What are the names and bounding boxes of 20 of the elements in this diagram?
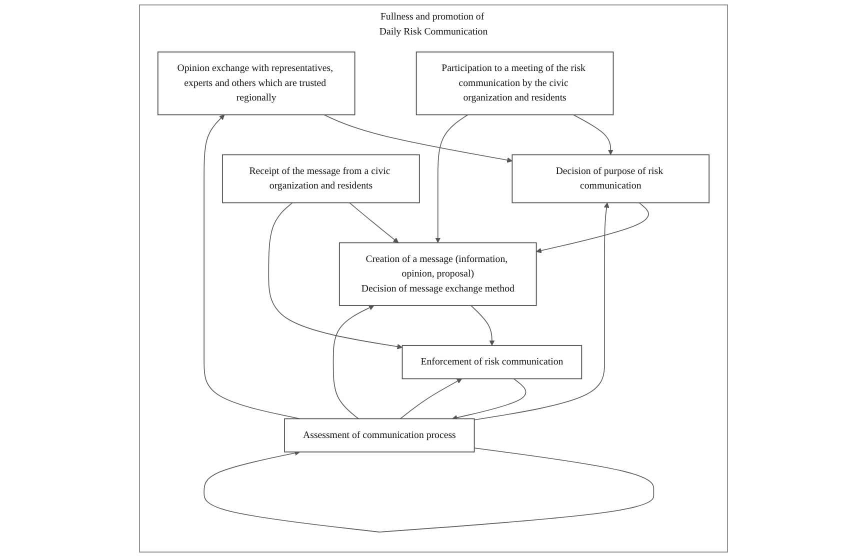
node-box: Creation of a message (information, opinion, proposal) Decision of message exchange method	[338, 242, 537, 306]
node-box: Enforcement of risk communication	[402, 345, 582, 380]
arrow	[400, 378, 462, 420]
arrow	[332, 305, 374, 420]
arrow	[435, 114, 468, 243]
arrow	[349, 202, 399, 243]
node-box: Participation to a meeting of the risk communication by the civic organization and residents	[416, 52, 614, 116]
arrow	[572, 114, 614, 155]
node-box: Opinion exchange with representatives, experts and others which are trusted regionally	[157, 52, 356, 116]
arrow	[470, 305, 495, 346]
node-box: Receipt of the message from a civic organization and residents	[222, 154, 420, 204]
node-box: Assessment of communication process	[284, 418, 475, 452]
arrow	[324, 114, 512, 163]
arrow	[474, 202, 610, 420]
arrow	[536, 202, 649, 254]
node-box: Decision of purpose of risk communication	[512, 154, 710, 204]
arrow	[204, 114, 300, 420]
arrow	[452, 378, 526, 420]
arrow	[204, 448, 654, 532]
arrow	[268, 202, 403, 350]
